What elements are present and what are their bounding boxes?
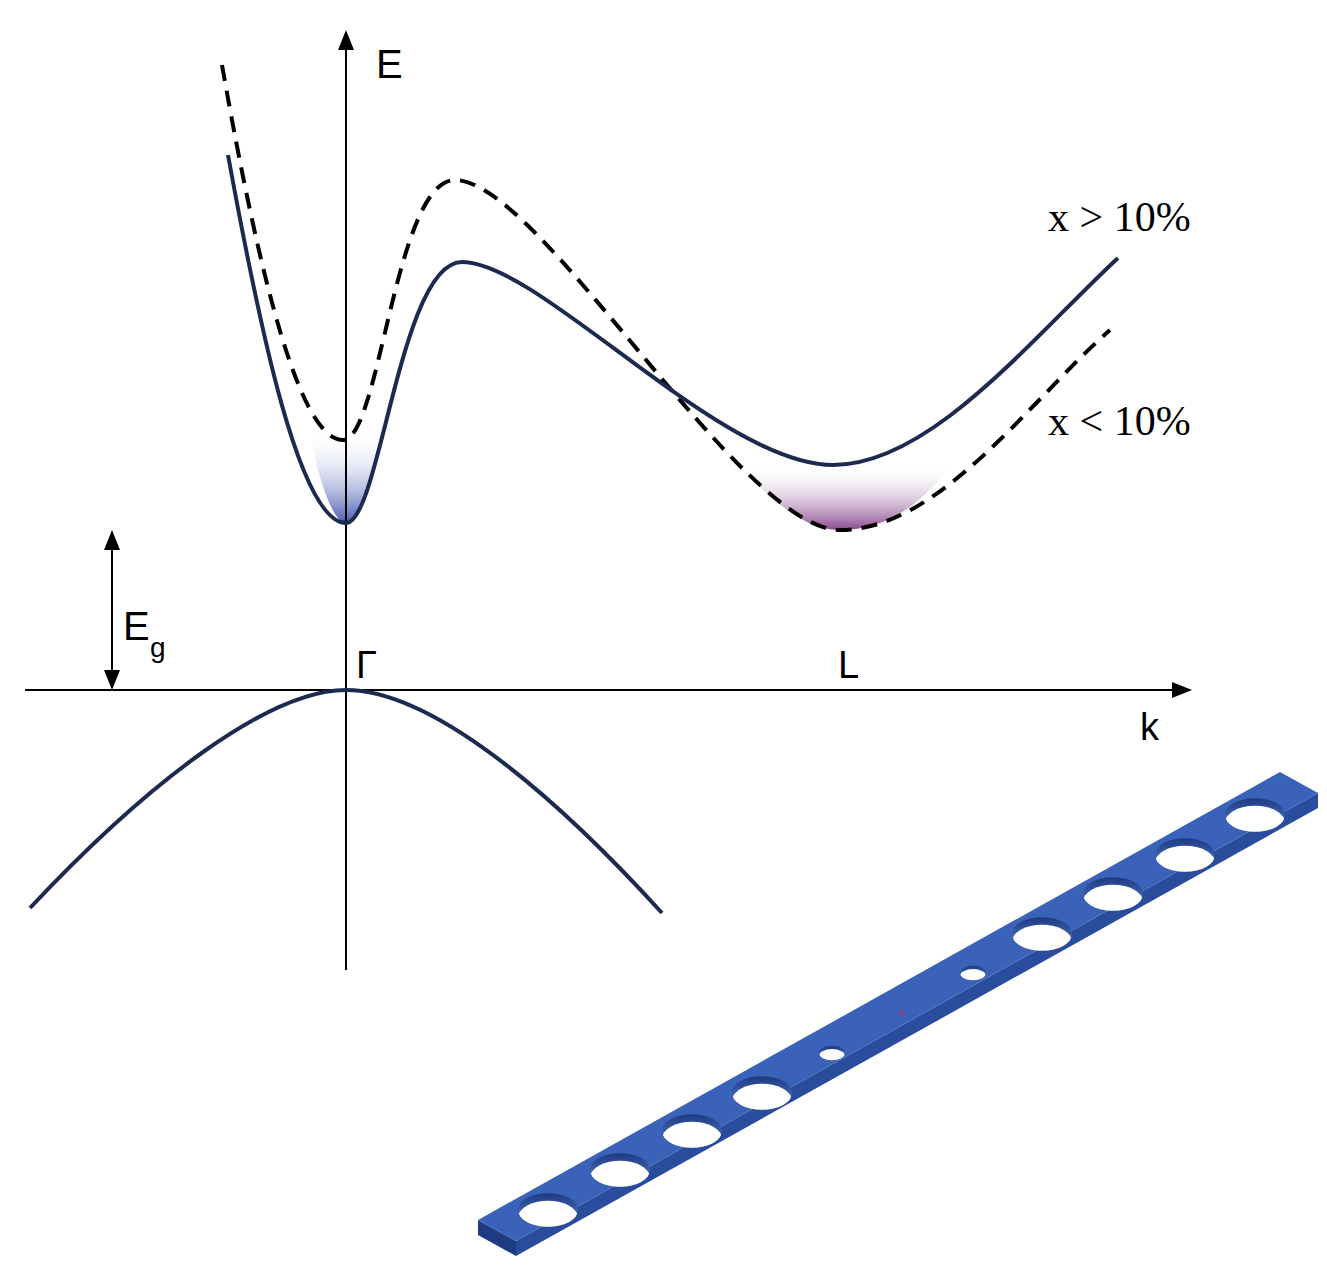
gap-subscript: g [150,634,166,662]
l-valley-fill [735,462,952,530]
axis-label: k [1140,708,1159,746]
curve-label: x > 10% [1048,196,1191,238]
conduction-band-dashed [222,65,1110,530]
valence-band [30,690,662,913]
nanobeam [478,772,1318,1256]
point-label: L [838,646,859,684]
energy-axis [345,32,347,970]
point-label: Γ [356,646,377,684]
gap-arrow [111,532,113,688]
curve-label: x < 10% [1048,400,1191,442]
gap-label: E [123,606,150,646]
k-axis [25,689,1190,691]
axis-label: E [376,44,403,84]
conduction-band-solid [228,155,1118,523]
